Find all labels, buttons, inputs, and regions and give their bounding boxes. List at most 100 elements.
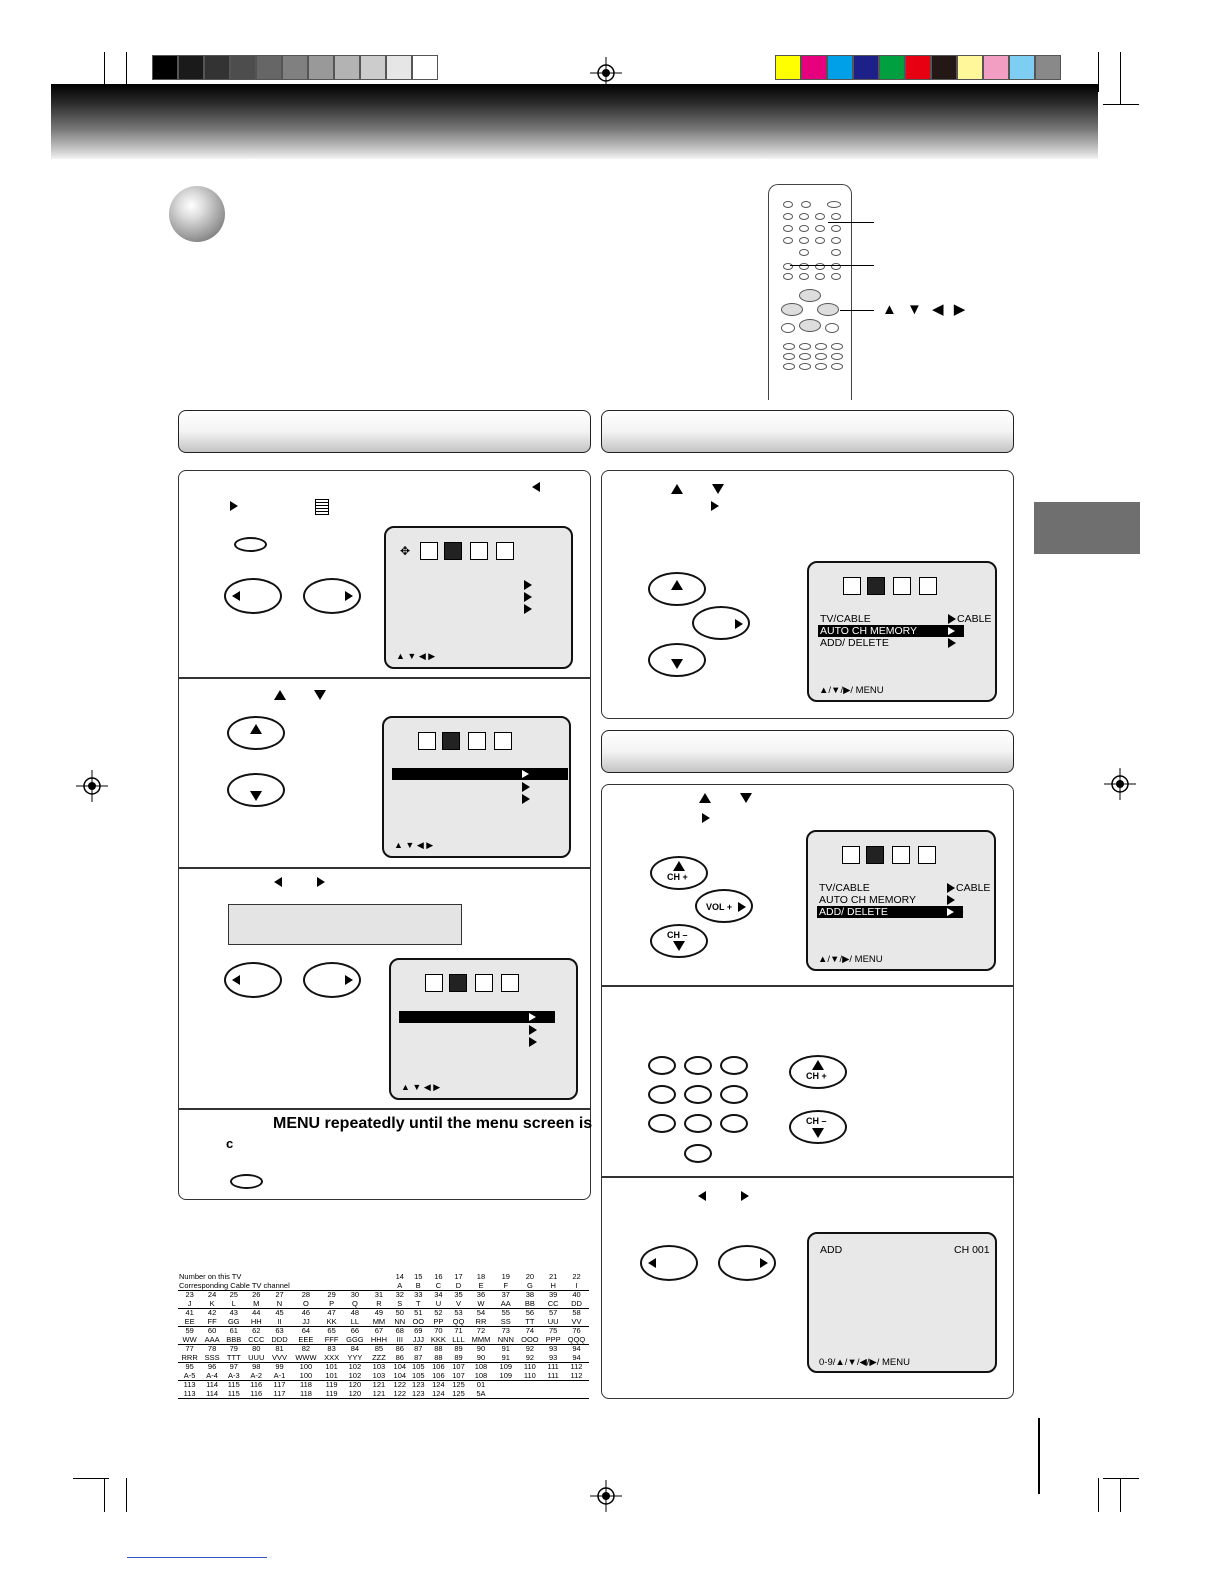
key-5[interactable] bbox=[684, 1085, 712, 1104]
nav-hint: ▲ ▼ ◀ ▶ bbox=[401, 1082, 441, 1092]
right-arrow-icon bbox=[524, 580, 532, 590]
setup-icon bbox=[442, 732, 460, 750]
ch-plus-label: CH + bbox=[667, 872, 688, 882]
registration-mark-icon bbox=[76, 770, 108, 802]
gray-swatch bbox=[360, 55, 386, 80]
registration-mark-icon bbox=[1104, 768, 1136, 800]
crop-mark bbox=[1098, 52, 1099, 92]
ch-minus-button[interactable] bbox=[789, 1110, 847, 1144]
menu-button[interactable] bbox=[230, 1174, 263, 1189]
right-arrow-icon bbox=[522, 782, 530, 792]
right-arrow-icon bbox=[948, 638, 956, 648]
gray-swatch bbox=[230, 55, 256, 80]
step-divider bbox=[178, 1108, 591, 1110]
section-title-add-delete bbox=[601, 730, 1014, 773]
right-arrow-icon bbox=[529, 1013, 536, 1021]
menu-value-tv-cable: CABLE bbox=[957, 613, 992, 625]
up-arrow-icon bbox=[671, 484, 683, 494]
step-divider bbox=[178, 867, 591, 869]
gray-swatch bbox=[386, 55, 412, 80]
section-title-left bbox=[178, 410, 591, 453]
header-band bbox=[51, 84, 1098, 159]
crop-mark bbox=[126, 1478, 127, 1512]
right-arrow-icon bbox=[345, 975, 353, 985]
key-4[interactable] bbox=[648, 1085, 676, 1104]
color-swatch bbox=[775, 55, 801, 80]
up-arrow-icon bbox=[812, 1060, 824, 1070]
right-arrow-icon bbox=[948, 627, 955, 635]
key-0[interactable] bbox=[684, 1144, 712, 1163]
color-swatch bbox=[879, 55, 905, 80]
key-2[interactable] bbox=[684, 1056, 712, 1075]
right-arrow-icon bbox=[702, 813, 710, 823]
key-9[interactable] bbox=[720, 1114, 748, 1133]
setup-menu-icon bbox=[315, 499, 329, 515]
up-arrow-icon bbox=[250, 724, 262, 734]
ch-plus-button[interactable] bbox=[227, 716, 285, 750]
setup-icon bbox=[867, 577, 885, 595]
ch-minus-button[interactable] bbox=[227, 773, 285, 807]
key-7[interactable] bbox=[648, 1114, 676, 1133]
menu-button[interactable] bbox=[234, 537, 267, 552]
add-channel-screen: ADD CH 001 0-9/▲/▼/◀/▶/ MENU bbox=[807, 1232, 997, 1373]
menu-highlight-bar bbox=[392, 768, 568, 780]
down-arrow-icon bbox=[671, 659, 683, 669]
registration-mark-icon bbox=[590, 57, 622, 89]
menu-item-add-delete: ADD/ DELETE bbox=[820, 637, 889, 649]
section-bullet-icon bbox=[169, 186, 225, 242]
color-swatch bbox=[957, 55, 983, 80]
crop-mark bbox=[104, 1478, 105, 1512]
crop-mark bbox=[1120, 52, 1121, 104]
key-1[interactable] bbox=[648, 1056, 676, 1075]
color-swatch bbox=[853, 55, 879, 80]
up-arrow-icon bbox=[274, 690, 286, 700]
key-8[interactable] bbox=[684, 1114, 712, 1133]
color-swatch bbox=[1009, 55, 1035, 80]
right-arrow-icon bbox=[522, 794, 530, 804]
key-6[interactable] bbox=[720, 1085, 748, 1104]
key-3[interactable] bbox=[720, 1056, 748, 1075]
